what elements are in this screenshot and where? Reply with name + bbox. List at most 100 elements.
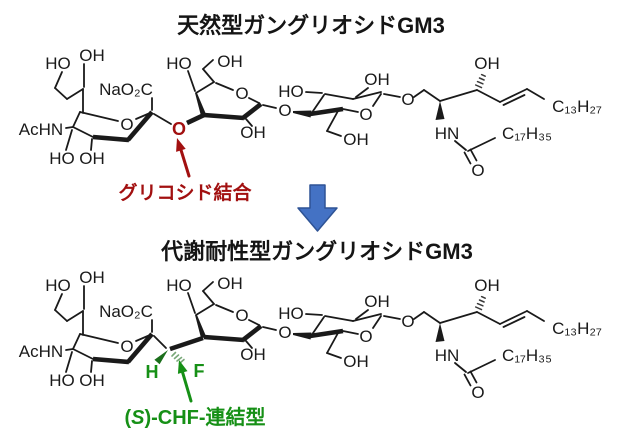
- bond: [65, 126, 74, 129]
- sialic-ring-oxygen-label: O: [120, 115, 133, 134]
- gal-ho-label: HO: [166, 54, 192, 73]
- double-bond: [499, 88, 528, 103]
- bond: [248, 97, 260, 104]
- bond: [526, 88, 545, 100]
- glc-ring-oxygen-label: O: [359, 105, 372, 124]
- glc-ho-label: HO: [278, 82, 304, 101]
- ceramide-chain: O OH HN C₁₇H₃₅ O C₁₃H₂₇: [401, 54, 602, 180]
- cer-alkyl-chain-label: C₁₃H₂₇: [552, 97, 602, 116]
- bond: [372, 93, 382, 107]
- chf-h-label: H: [146, 362, 159, 382]
- hashed-bond: [478, 77, 485, 81]
- chf-f-label: F: [194, 361, 205, 381]
- glycosidic-oxygen-label: O: [172, 119, 186, 139]
- bond: [310, 94, 325, 115]
- hashed-bond-to-f: [171, 351, 177, 357]
- bond: [476, 89, 501, 103]
- chf-linkage-label: (S)-CHF-連結型: [124, 405, 265, 429]
- green-arrow-head: [177, 360, 188, 374]
- green-arrow-shaft: [181, 370, 193, 403]
- down-arrow: [297, 184, 338, 232]
- wedge-bond-to-h: [154, 350, 168, 365]
- bond: [66, 88, 84, 100]
- bond: [305, 91, 323, 94]
- bold-bond: [203, 112, 245, 121]
- bond: [72, 126, 94, 138]
- hashed-bond: [474, 84, 483, 89]
- gal-oh-top-label: OH: [217, 52, 243, 71]
- glc-oh-top-label: OH: [364, 70, 390, 89]
- hashed-bond-to-f: [173, 354, 180, 360]
- sialic-oh-chain-label: OH: [79, 46, 105, 65]
- bond: [153, 335, 167, 349]
- carbonyl-double-bond: [469, 148, 478, 162]
- hashed-bond: [476, 80, 484, 85]
- carbonyl-double-bond: [463, 151, 472, 165]
- bond: [439, 89, 478, 102]
- bond: [326, 130, 342, 137]
- bond: [326, 110, 339, 132]
- cer-carbonyl-oxygen-label: O: [471, 161, 484, 180]
- bond: [262, 104, 277, 109]
- red-arrow-shaft: [179, 148, 191, 178]
- bold-bond: [126, 110, 154, 142]
- bold-bond: [169, 335, 204, 352]
- bond: [54, 71, 63, 89]
- bond: [215, 82, 234, 91]
- bond: [54, 87, 68, 100]
- title-resistant-gm3: 代謝耐性型ガングリオシドGM3: [160, 239, 473, 264]
- bond: [467, 137, 496, 152]
- bond: [324, 93, 354, 100]
- bond: [202, 68, 215, 83]
- bond: [355, 87, 369, 98]
- bold-bond: [241, 102, 263, 120]
- gm3-skeleton: HO OH NaO₂C AcHN O HO OH HO OH O OH O: [19, 46, 602, 180]
- bond: [413, 89, 425, 98]
- galactose-residue: HO OH O OH O: [166, 52, 291, 142]
- bond: [153, 113, 172, 125]
- wedge-bond-to-hn: [435, 101, 445, 120]
- bold-bond: [186, 112, 205, 126]
- acetamido-label: AcHN: [19, 120, 63, 139]
- bond: [65, 129, 73, 151]
- glycosidic-linkage-top: O: [153, 112, 205, 139]
- gal-glc-link-oxygen-label: O: [278, 101, 291, 120]
- cer-acyl-chain-label: C₁₇H₃₅: [502, 124, 552, 143]
- double-bond: [502, 94, 526, 106]
- gal-ring-oxygen-label: O: [235, 84, 248, 103]
- bold-bond: [309, 106, 344, 117]
- sialic-ho-bottom-label: HO: [49, 149, 75, 168]
- red-arrow-head: [176, 138, 186, 152]
- bond: [202, 59, 214, 70]
- glc-cer-link-oxygen-label: O: [401, 90, 414, 109]
- wedge-bond: [293, 110, 312, 118]
- glycosidic-annotation: グリコシド結合: [118, 138, 252, 204]
- chf-label-rest: )-CHF-連結型: [144, 405, 265, 429]
- bond: [352, 91, 382, 100]
- bond: [454, 140, 467, 151]
- title-natural-gm3: 天然型ガングリオシドGM3: [177, 13, 445, 38]
- sialic-acid-residue: HO OH NaO₂C AcHN O HO OH: [19, 46, 154, 168]
- wedge-bond: [195, 92, 208, 118]
- bold-bond: [92, 134, 130, 143]
- bond: [187, 70, 196, 92]
- hashed-bond: [480, 73, 486, 77]
- glc-ch2oh-label: OH: [343, 130, 369, 149]
- chf-label-open: (: [124, 407, 131, 429]
- bond: [342, 108, 359, 113]
- bond: [383, 93, 401, 98]
- chf-label-s: S: [131, 407, 145, 429]
- bond: [195, 81, 215, 94]
- bond: [72, 111, 81, 128]
- bond: [245, 118, 253, 127]
- chf-annotation: (S)-CHF-連結型: [124, 360, 266, 429]
- bond: [90, 138, 93, 151]
- gm3-skeleton-bottom: [19, 268, 602, 402]
- chf-linkage-bottom: H F: [146, 335, 205, 382]
- glycosidic-bond-label: グリコシド結合: [118, 181, 252, 204]
- cer-hn-label: HN: [435, 124, 460, 143]
- cer-oh-label: OH: [474, 54, 500, 73]
- bond: [79, 111, 119, 122]
